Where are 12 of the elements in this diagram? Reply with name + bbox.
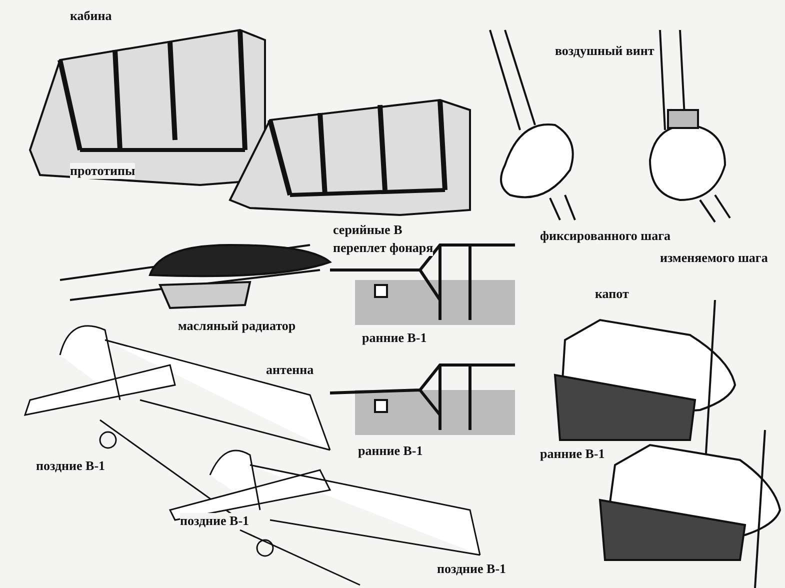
part-label: ранние В-1	[540, 446, 605, 462]
part-label: ранние В-1	[362, 330, 427, 346]
part-label: прототипы	[70, 163, 136, 179]
part-label: поздние В-1	[437, 561, 506, 577]
part-label: масляный радиатор	[178, 318, 296, 334]
part-label: воздушный винт	[555, 43, 654, 59]
part-label: переплет фонаря	[333, 240, 434, 256]
part-label: серийные В	[333, 222, 402, 238]
part-label: ранние В-1	[358, 443, 423, 459]
part-label: поздние В-1	[36, 458, 106, 474]
part-label: фиксированного шага	[540, 228, 671, 244]
part-label: поздние В-1	[180, 513, 250, 529]
